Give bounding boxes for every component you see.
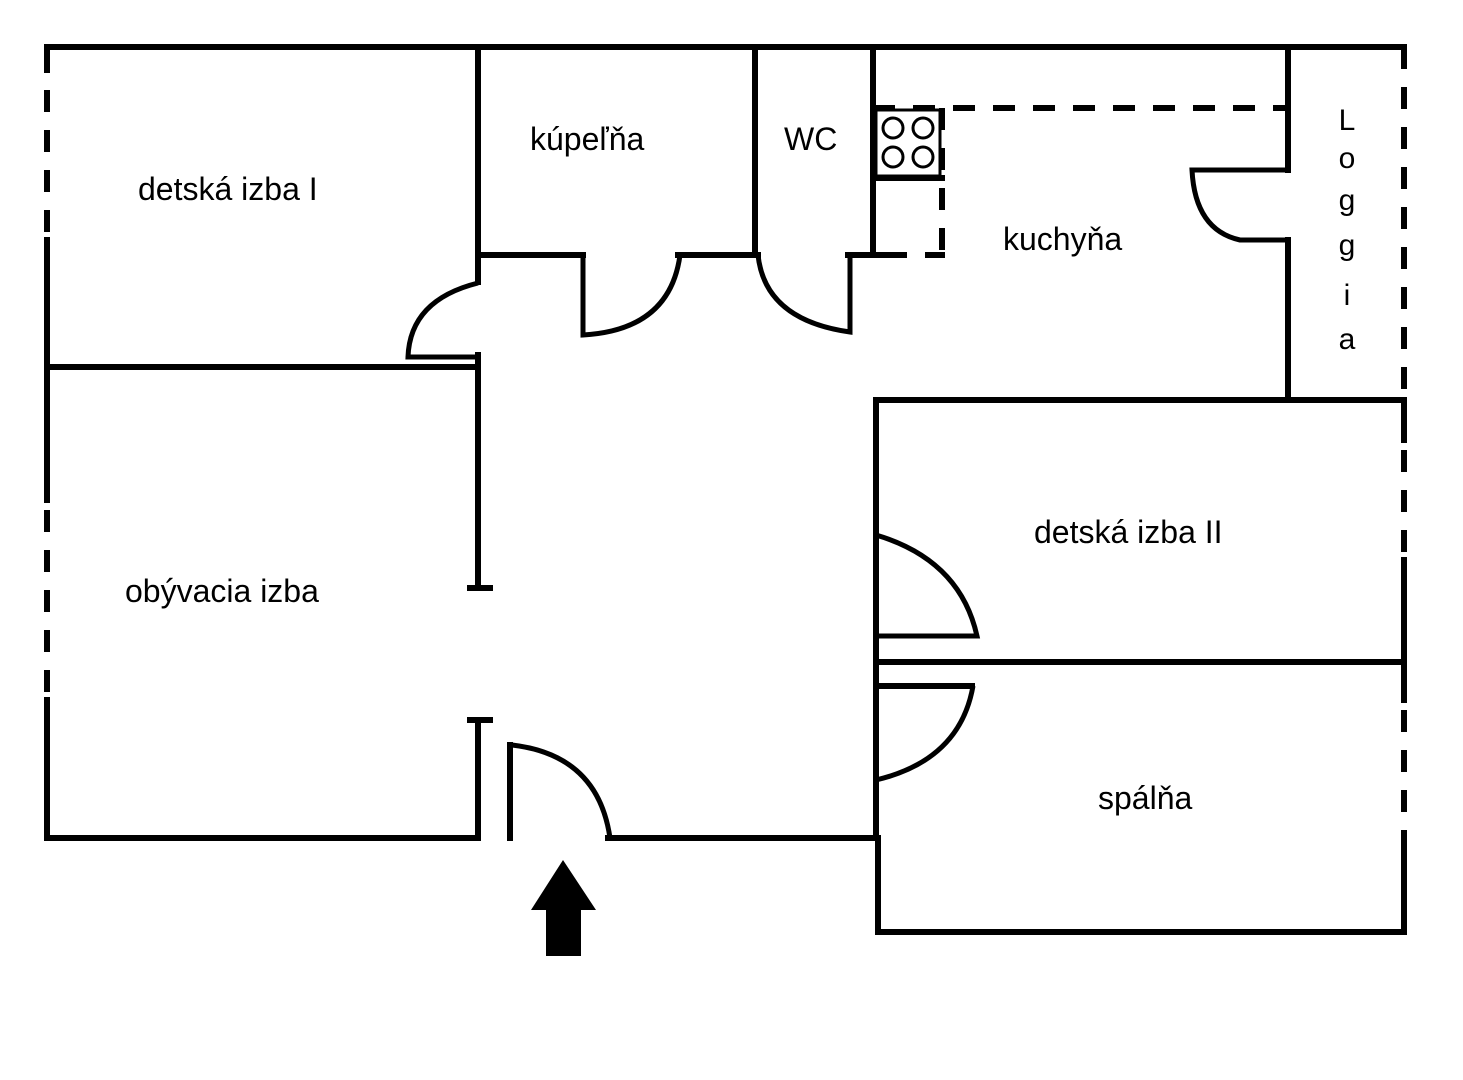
loggia-letter: i xyxy=(1344,279,1351,312)
door-bathroom xyxy=(580,254,683,338)
room-label-bedroom: spálňa xyxy=(1098,780,1193,816)
outer-walls xyxy=(44,44,1407,935)
door-wc xyxy=(755,254,853,335)
room-label-kitchen: kuchyňa xyxy=(1003,221,1122,257)
loggia-letter: a xyxy=(1339,323,1356,356)
door-kids-room-2 xyxy=(875,532,981,639)
room-label-loggia: L o g g i a xyxy=(1339,104,1356,356)
room-label-kids-room-2: detská izba II xyxy=(1034,514,1223,550)
room-label-living-room: obývacia izba xyxy=(125,573,319,609)
loggia-letter: g xyxy=(1339,184,1356,217)
door-loggia xyxy=(1189,167,1288,243)
door-entrance xyxy=(511,742,613,839)
doors xyxy=(405,167,1288,839)
interior-walls xyxy=(44,44,1407,841)
entrance-arrow-icon xyxy=(531,860,596,956)
door-kids-room-1 xyxy=(405,280,479,360)
room-label-kids-room-1: detská izba I xyxy=(138,171,318,207)
room-label-wc: WC xyxy=(784,121,837,157)
room-label-bathroom: kúpeľňa xyxy=(530,121,645,157)
loggia-letter: L xyxy=(1339,104,1356,137)
loggia-letter: g xyxy=(1339,229,1356,262)
door-bedroom xyxy=(875,685,976,783)
stove-icon xyxy=(874,108,942,178)
loggia-letter: o xyxy=(1339,142,1356,175)
